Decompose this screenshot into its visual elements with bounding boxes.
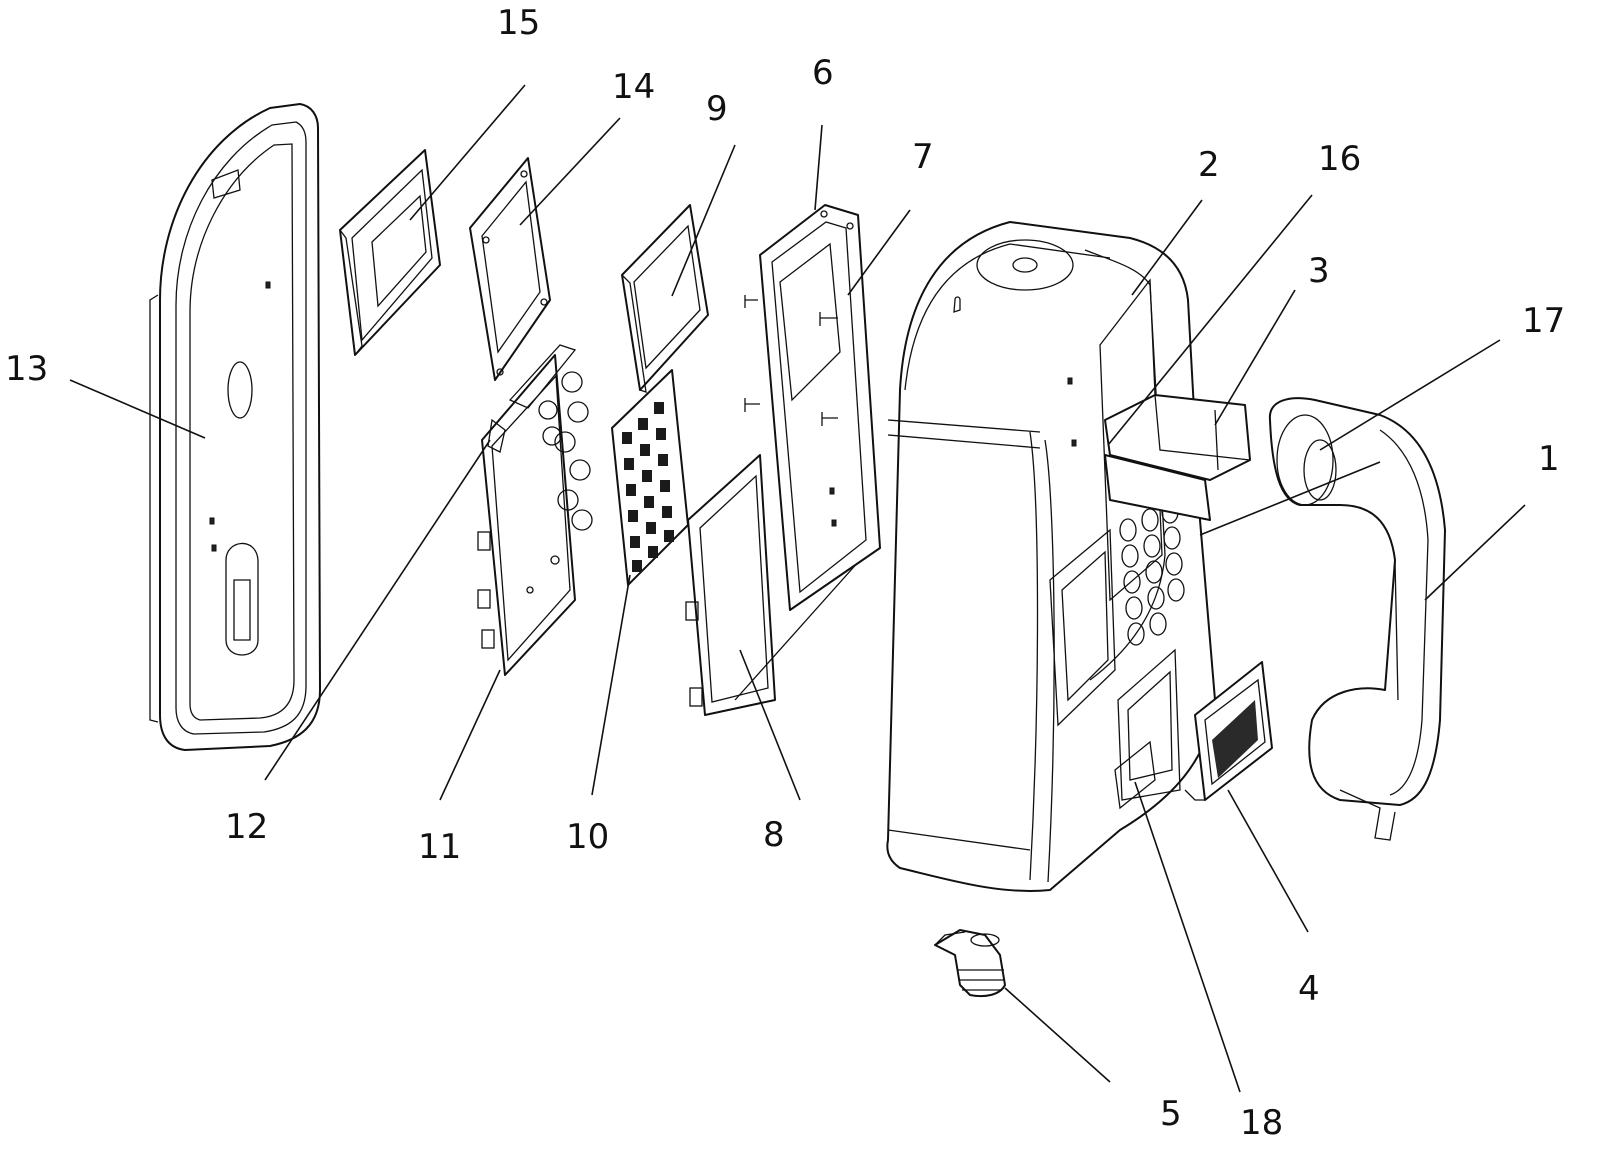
part-1-handset: [1270, 398, 1445, 840]
label-6: 6: [812, 53, 834, 93]
label-2: 2: [1198, 145, 1220, 185]
label-12: 12: [225, 807, 268, 847]
leader-18: [1135, 782, 1240, 1092]
leader-4: [1228, 790, 1308, 932]
label-16: 16: [1318, 139, 1361, 179]
part-9-display-screen: [622, 205, 708, 392]
label-10: 10: [566, 817, 609, 857]
part-11-circuit-board: [478, 355, 575, 675]
label-13: 13: [5, 349, 48, 389]
part-5-lock-cylinder: [935, 930, 1005, 996]
part-14-gasket: [470, 158, 550, 380]
label-7: 7: [912, 137, 934, 177]
leader-5: [1005, 988, 1110, 1082]
leader-11: [440, 670, 500, 800]
label-18: 18: [1240, 1103, 1283, 1143]
label-3: 3: [1308, 251, 1330, 291]
leader-10: [592, 575, 630, 795]
part-10-keypad: [612, 370, 688, 585]
part-2-main-housing: [887, 222, 1215, 891]
label-8: 8: [763, 815, 785, 855]
label-1: 1: [1538, 439, 1560, 479]
label-9: 9: [706, 89, 728, 129]
part-13-back-cover: [150, 104, 320, 750]
label-11: 11: [418, 827, 461, 867]
part-15-display-frame: [340, 150, 440, 355]
label-15: 15: [497, 3, 540, 43]
label-14: 14: [612, 67, 655, 107]
leader-14: [520, 118, 620, 225]
label-4: 4: [1298, 969, 1320, 1009]
leader-6: [815, 125, 822, 210]
label-17: 17: [1522, 301, 1565, 341]
label-5: 5: [1160, 1094, 1182, 1134]
part-6-front-frame: [760, 205, 880, 610]
